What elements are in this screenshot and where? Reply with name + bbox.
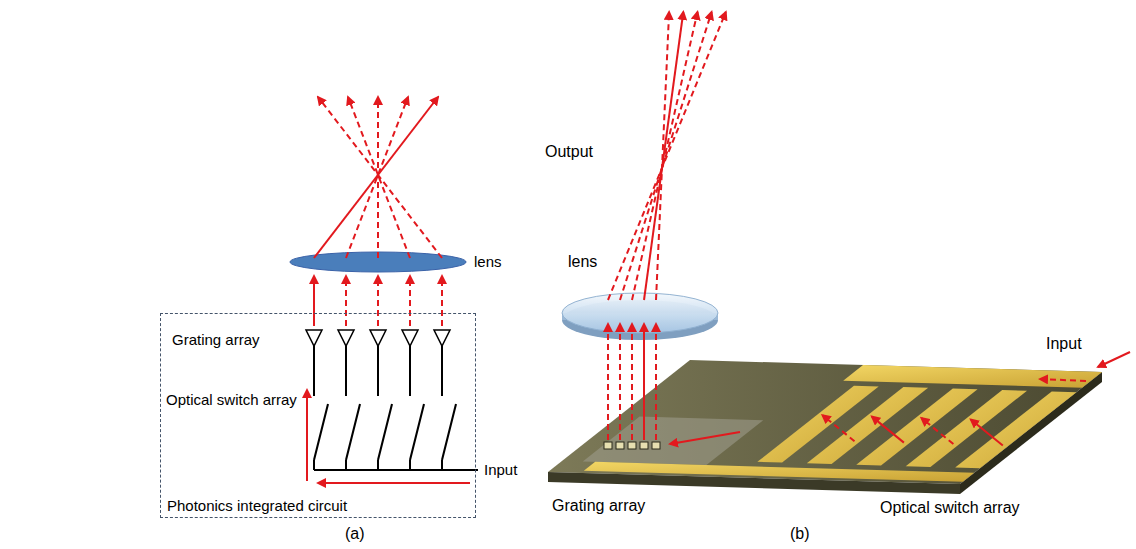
routed-light [306, 390, 308, 481]
grating-stem [313, 346, 315, 396]
grating-coupler [640, 442, 648, 449]
grating-symbol [370, 330, 386, 346]
grating-symbol [306, 330, 322, 346]
emitted-ray [619, 324, 621, 440]
switch-post [313, 460, 315, 470]
boundary-label: Photonics integrated circuit [167, 497, 347, 514]
panel-b [548, 12, 1130, 494]
switch-blade [378, 404, 392, 460]
switch-blade [442, 404, 456, 460]
bus-waveguide [314, 469, 478, 471]
grating-region [583, 417, 763, 465]
grating-symbol [434, 330, 450, 346]
output-ray [608, 12, 726, 300]
grating-coupler [652, 442, 660, 449]
emitted-ray [607, 324, 609, 440]
waveguide-light [971, 420, 1003, 446]
waveguide-light [921, 418, 953, 444]
switch-post [441, 460, 443, 470]
output-ray [656, 12, 669, 300]
output-ray [644, 12, 683, 300]
grating-stem [409, 346, 411, 396]
grating-symbol [338, 330, 354, 346]
waveguide-light [872, 417, 904, 443]
switch-blade [314, 404, 328, 460]
part-label: (b) [790, 525, 810, 543]
grating-coupler [628, 442, 636, 449]
input-light [318, 482, 470, 484]
part-label: Optical switch array [166, 391, 297, 408]
part-label: Grating array [172, 331, 260, 348]
part-label: Grating array [552, 497, 645, 515]
grating-coupler [604, 442, 612, 449]
steered-ray [377, 97, 379, 258]
input-light [1098, 352, 1130, 367]
emitted-ray [441, 276, 443, 326]
emitted-ray [409, 276, 411, 326]
part-label: Input [484, 461, 517, 478]
grating-coupler [616, 442, 624, 449]
switch-array [314, 346, 478, 470]
steered-ray [314, 97, 438, 258]
lens-shape [562, 293, 718, 333]
gold-electrode [955, 391, 1076, 468]
waveguide-light [1040, 379, 1086, 381]
grating-stem [345, 346, 347, 396]
waveguide-light [670, 432, 740, 444]
grating-symbol [402, 330, 418, 346]
part-label: Output [545, 143, 593, 161]
light-rays [307, 97, 470, 483]
output-ray [620, 12, 712, 300]
gold-electrode [843, 365, 1102, 388]
part-label: Input [1046, 335, 1082, 353]
part-label: Optical switch array [880, 499, 1020, 517]
switch-post [377, 460, 379, 470]
part-label: lens [474, 253, 502, 270]
emitted-ray [631, 324, 633, 440]
steered-ray [318, 97, 442, 258]
emitted-ray [313, 276, 315, 326]
grating-array [604, 442, 660, 449]
switch-post [345, 460, 347, 470]
switch-post [409, 460, 411, 470]
switch-blade [346, 404, 360, 460]
steered-ray [346, 97, 408, 258]
light-rays [608, 12, 726, 440]
part-label: (a) [345, 525, 365, 543]
emitted-ray [655, 324, 657, 440]
chip-right-side [960, 372, 1102, 494]
grating-stem [377, 346, 379, 396]
on-chip-light [670, 352, 1130, 446]
grating-array [306, 330, 450, 346]
grating-stem [441, 346, 443, 396]
waveguide-light [823, 415, 855, 441]
output-ray [632, 12, 698, 300]
emitted-ray [345, 276, 347, 326]
switch-blade [410, 404, 424, 460]
emitted-ray [377, 276, 379, 326]
emitted-ray [643, 324, 645, 440]
part-label: lens [568, 253, 597, 271]
panel-a [290, 97, 478, 483]
